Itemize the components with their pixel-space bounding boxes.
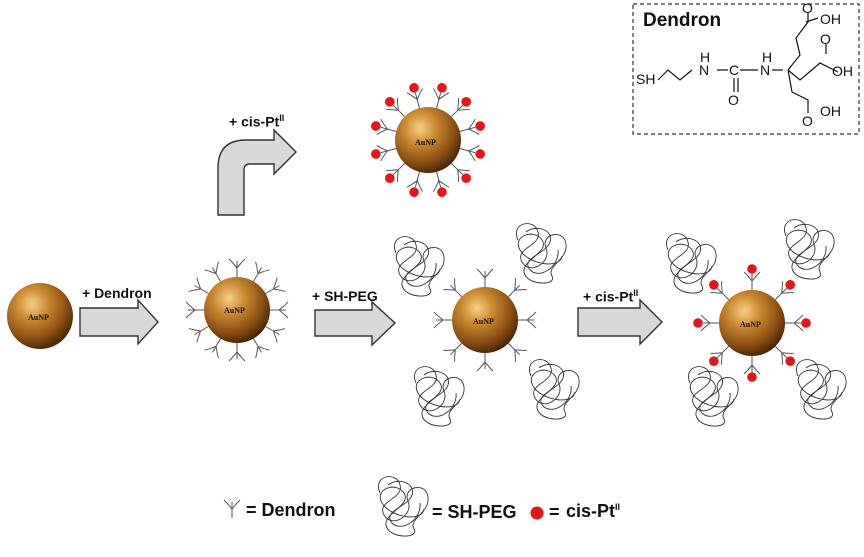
dendron-ligand [185,301,205,319]
atom-oh-bot: OH [820,103,841,119]
dendron-cispt-ligand [429,170,451,199]
arrow-dendron [79,298,159,346]
atom-nh2-h: H [762,49,773,65]
legend-peg-symbol [377,476,429,537]
dendron-cispt-ligand [369,117,398,139]
atom-oh-mid: OH [832,63,853,79]
atom-oh-top: OH [820,11,841,27]
dendron-cispt-ligand [785,315,811,331]
atom-carbon: C [729,62,740,78]
atom-nh1-h: H [700,49,711,65]
dendron-ligand [269,301,289,319]
dendron-cispt-ligand [405,170,427,199]
dendron-ligand [228,342,246,362]
atom-sh: SH [636,71,656,87]
step-sh-peg-label: + SH-PEG [312,288,378,304]
particle-label-5: AuNP [740,320,761,329]
dendron-ligand [476,352,494,372]
particle-bare [7,283,73,349]
dendron-cispt-ligand [693,315,719,331]
particle-top-cispt [369,81,487,199]
particle-peg [393,223,580,427]
particle-dendron [185,258,289,362]
legend-cispt-eq: = [549,502,560,522]
legend-cispt-symbol [530,506,544,520]
particle-label-1: AuNP [28,313,49,322]
dendron-cispt-ligand [458,141,487,163]
step-cis-pt-right-label: + cis-PtII [583,288,639,305]
dendron-cispt-ligand [405,81,427,110]
dendron-cispt-ligand [429,81,451,110]
dendron-ligand [433,311,453,329]
particle-label-3: AuNP [415,138,436,147]
step-dendron-label: + Dendron [82,285,152,301]
structure-box [632,3,860,135]
legend-cispt-label: cis-PtII [566,501,621,521]
dendron-ligand [476,268,494,288]
atom-o-mid: O [820,31,831,47]
dendron-cispt-ligand [744,264,760,290]
structure-title: Dendron [643,10,722,31]
dendron-ligand [517,311,537,329]
dendron-structure [657,12,839,113]
particle-peg-cispt [665,219,847,427]
dendron-cispt-ligand [744,356,760,382]
dendron-cispt-ligand [369,141,398,163]
legend-dendron-symbol [223,499,241,519]
atom-oxygen: O [728,92,739,108]
arrow-sh-peg [314,300,397,347]
particle-label-4: AuNP [473,317,494,326]
dendron-cispt-ligand [458,117,487,139]
atom-o-top: O [802,0,813,16]
arrow-cis-pt-top [217,128,297,216]
legend-sh-peg-label: = SH-PEG [432,502,517,522]
arrow-cis-pt-right [577,298,663,346]
particle-label-2: AuNP [224,306,245,315]
dendron-ligand [228,258,246,278]
atom-nh2-n: N [760,62,771,78]
step-cis-pt-top-label: + cis-PtII [229,113,285,130]
atom-o-bot: O [802,113,813,129]
atom-nh1-n: N [699,62,710,78]
legend-dendron-label: = Dendron [246,500,336,520]
